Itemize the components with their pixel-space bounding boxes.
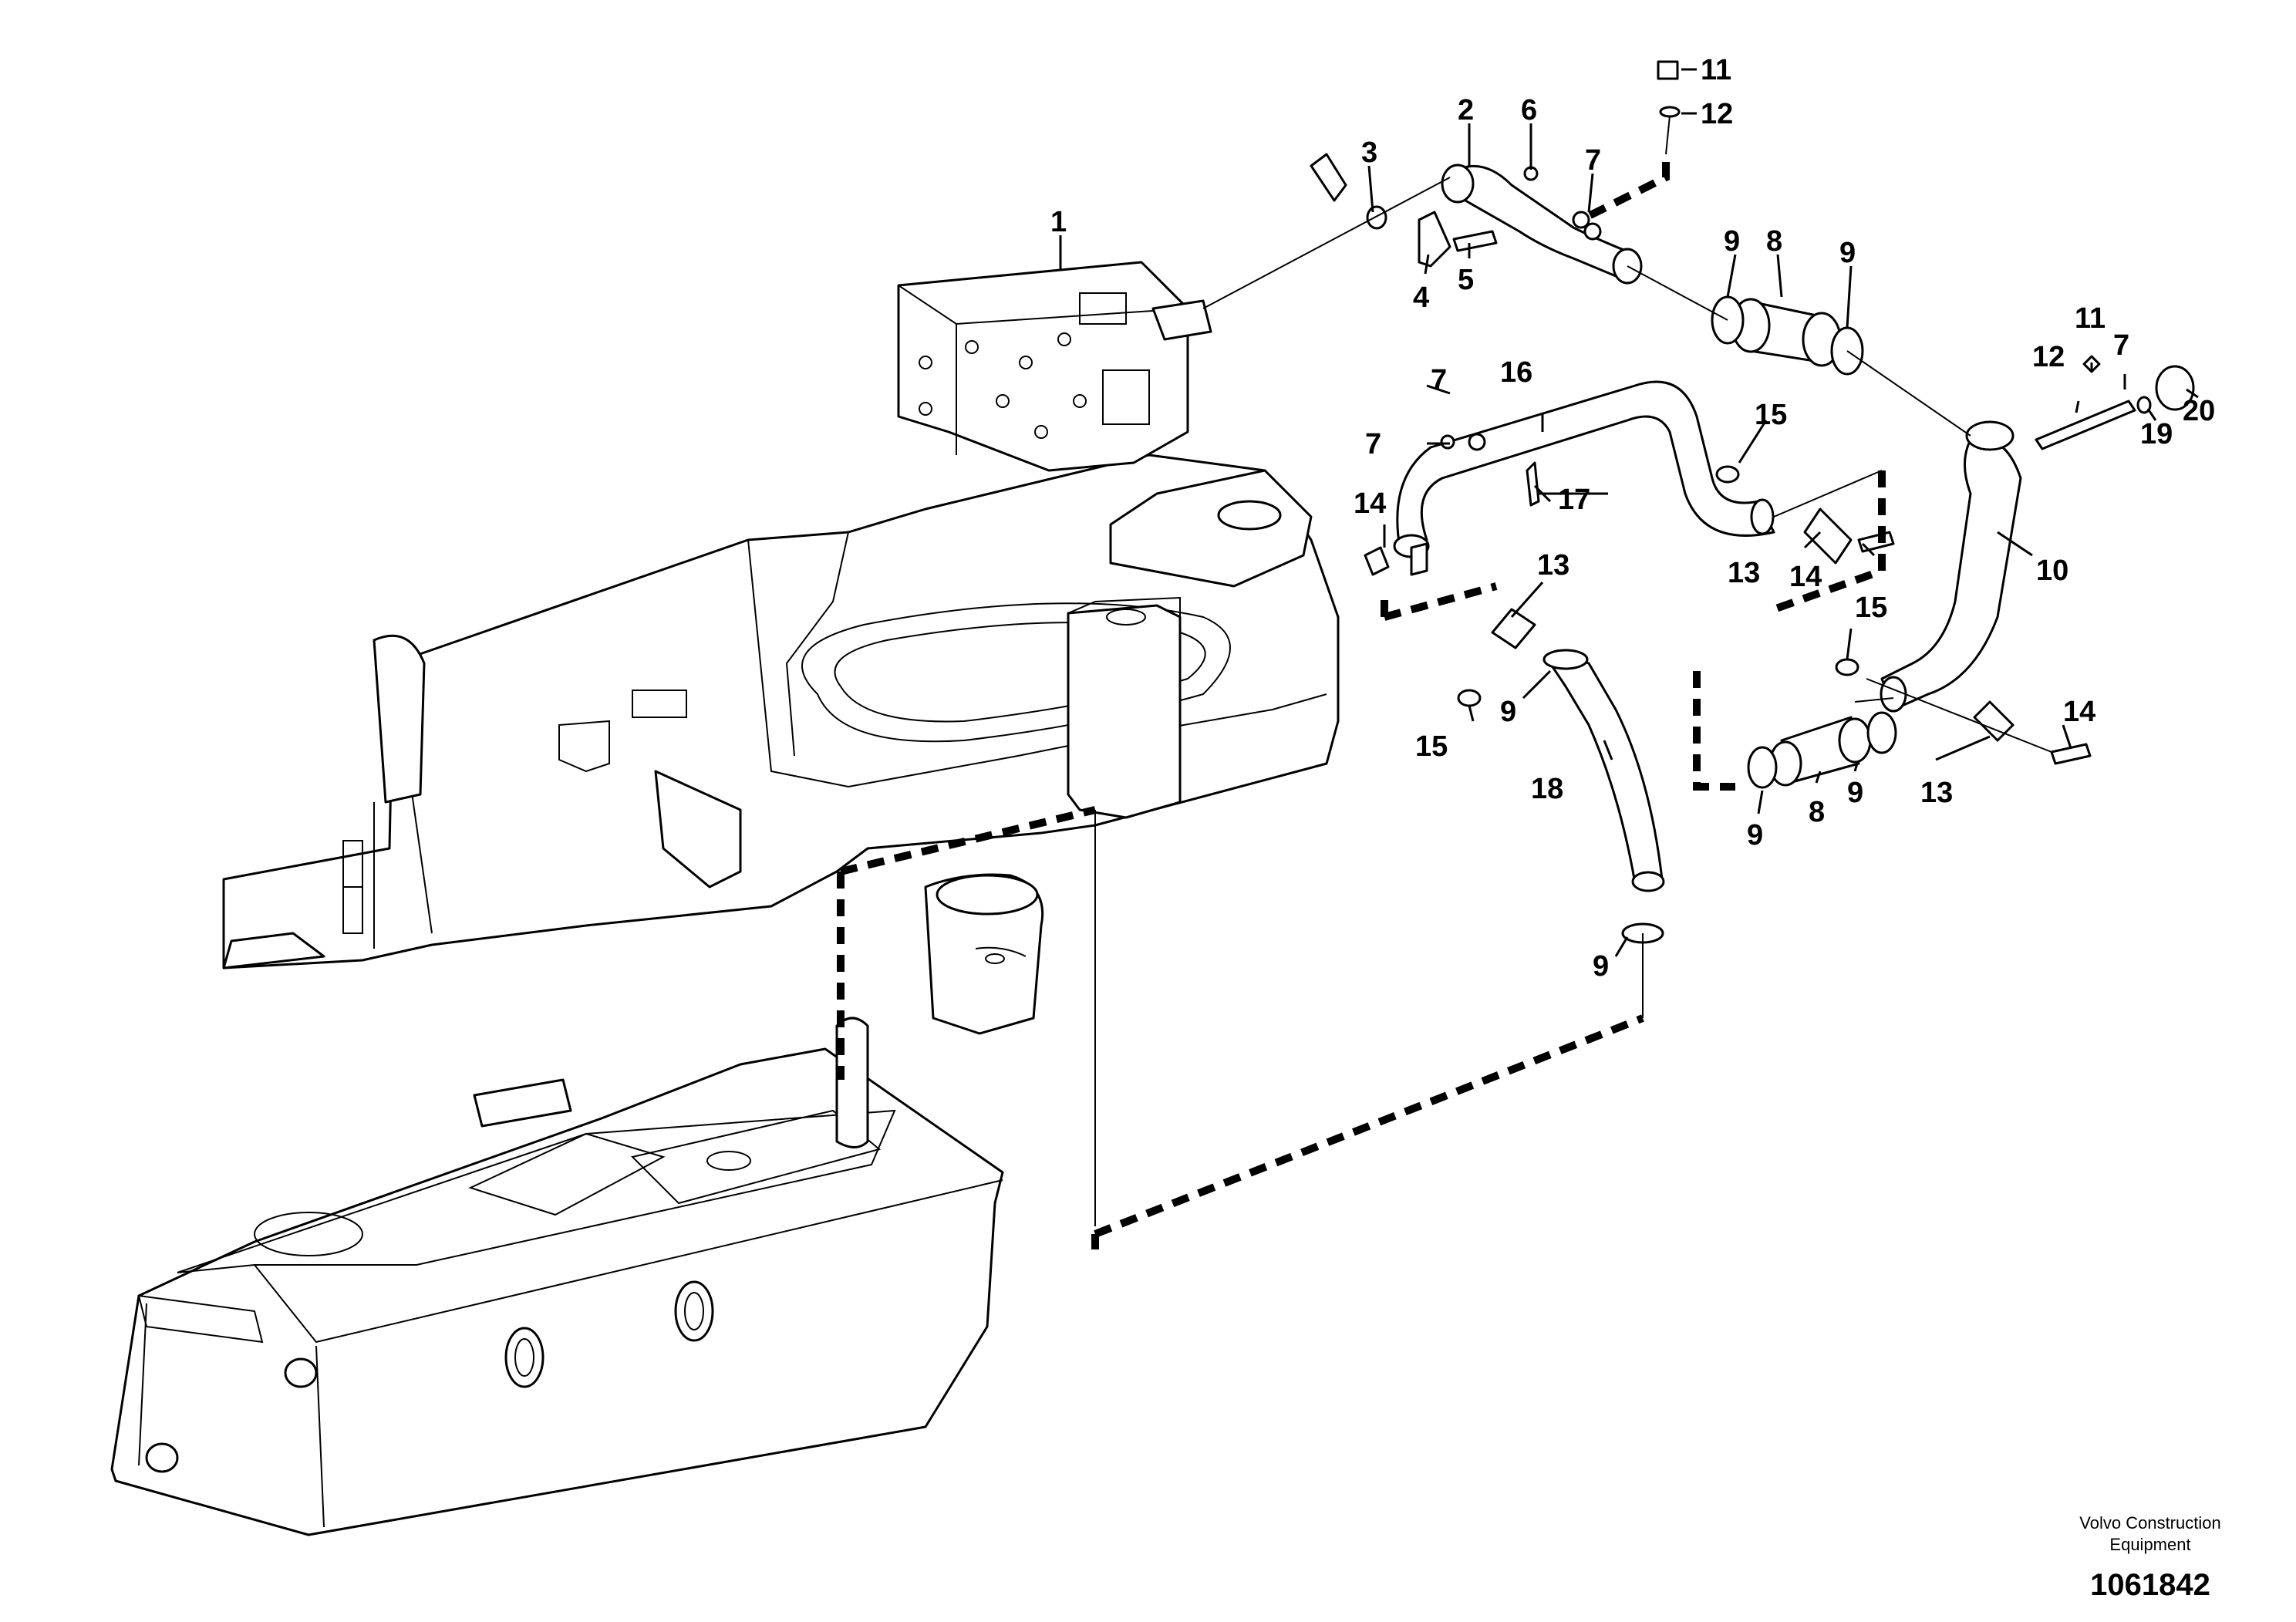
- assembly-lines: [1094, 115, 2052, 1226]
- callout-2: 2: [1458, 94, 1474, 126]
- callout-7-pipe16-side: 7: [1365, 428, 1381, 460]
- callout-13-hose: 13: [1537, 549, 1569, 582]
- callout-9-upper-left: 9: [1724, 225, 1740, 258]
- callout-9-hose-top: 9: [1500, 696, 1516, 728]
- hose-18: [1542, 649, 1665, 944]
- callout-labels: 1 2 3 4 5 6 7 7 7 7 8 8 9 9 9 9 9 9 10 1…: [1050, 54, 2215, 983]
- callout-7-upper: 7: [1585, 144, 1601, 177]
- callout-20: 20: [2183, 395, 2215, 427]
- callout-17: 17: [1558, 484, 1590, 516]
- callout-1: 1: [1050, 206, 1067, 238]
- callout-9-lower-left: 9: [1747, 819, 1763, 851]
- control-valve-block: [897, 261, 1212, 472]
- callout-13-lower: 13: [1920, 777, 1953, 809]
- callout-18: 18: [1531, 773, 1563, 805]
- pipe-10: [1880, 355, 2195, 713]
- callout-7-right: 7: [2113, 329, 2129, 362]
- callout-14-pipe16: 14: [1789, 561, 1822, 593]
- callout-15-lower: 15: [1855, 592, 1887, 624]
- fuel-tank: [110, 1017, 1004, 1536]
- upper-sleeve-and-clamps: [1711, 295, 1864, 376]
- callout-9-lower-right: 9: [1847, 777, 1863, 809]
- callout-15-hose: 15: [1415, 730, 1448, 763]
- brand-line-2: Equipment: [2109, 1535, 2190, 1554]
- callout-4: 4: [1413, 282, 1429, 314]
- callout-6: 6: [1521, 94, 1537, 126]
- callout-11-right: 11: [2075, 302, 2106, 335]
- callout-3: 3: [1361, 137, 1377, 169]
- drawing-footer: Volvo Construction Equipment 1061842: [2079, 1513, 2220, 1602]
- callout-8-upper: 8: [1766, 225, 1782, 258]
- callout-9-upper-right: 9: [1839, 237, 1856, 269]
- callout-13-pipe16: 13: [1728, 557, 1760, 589]
- callout-11-upper: 11: [1701, 54, 1731, 86]
- dashed-routing-lines: [837, 162, 1886, 1249]
- chassis-frame: [222, 454, 1340, 1035]
- drawing-number: 1061842: [2090, 1568, 2210, 1602]
- callout-9-hose-bottom: 9: [1593, 950, 1609, 983]
- callout-16: 16: [1500, 356, 1532, 389]
- callout-14-lower: 14: [2063, 696, 2095, 728]
- callout-12-upper: 12: [1701, 98, 1733, 130]
- callout-15-pipe16: 15: [1755, 399, 1787, 431]
- callout-5: 5: [1458, 264, 1474, 296]
- callout-leaders: [1059, 68, 2199, 957]
- callout-10: 10: [2036, 555, 2068, 587]
- callout-14-left: 14: [1354, 487, 1386, 520]
- callout-8-lower: 8: [1809, 796, 1825, 828]
- clamps-bolts-washers: [1364, 461, 2092, 765]
- brand-line-1: Volvo Construction: [2079, 1513, 2220, 1533]
- callout-7-pipe16-top: 7: [1431, 364, 1447, 396]
- lower-sleeve-and-clamps: [1747, 711, 1897, 789]
- pipe-16: [1393, 380, 1775, 558]
- callout-19: 19: [2140, 418, 2173, 450]
- upper-pipe-assembly: [1310, 60, 1681, 285]
- callout-12-right: 12: [2032, 341, 2065, 373]
